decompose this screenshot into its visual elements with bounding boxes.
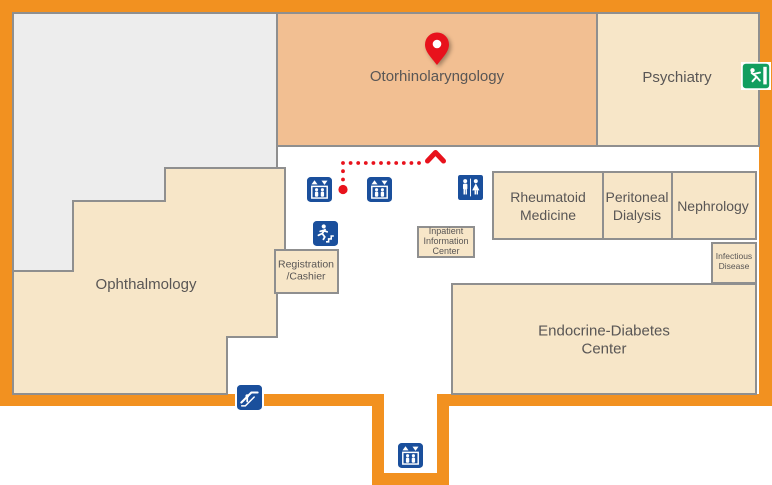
route-start-dot (338, 184, 348, 195)
room-rheumatoid-medicine[interactable] (492, 171, 604, 240)
elevator-icon (398, 443, 423, 468)
room-nephrology[interactable] (671, 171, 757, 240)
border-top (0, 0, 772, 13)
entrance-bay-wall-right (437, 394, 449, 485)
border-bottom-left (0, 394, 384, 406)
room-infectious-disease[interactable] (711, 242, 757, 284)
entrance-bay-wall-bottom (372, 473, 449, 485)
room-peritoneal-dialysis[interactable] (602, 171, 673, 240)
box-inpatient-information-center[interactable] (417, 226, 475, 258)
entrance-bay-wall-left (372, 394, 384, 485)
current-location-pin-icon (425, 32, 449, 65)
stairs-icon (313, 221, 338, 246)
emergency-exit-icon (741, 62, 771, 90)
rooms-layer (12, 12, 760, 395)
box-registration-cashier[interactable] (274, 249, 339, 294)
escalator-icon (235, 383, 264, 412)
route-dotted-path (338, 150, 446, 195)
route-arrow-up-chevron (425, 150, 446, 164)
border-right (759, 0, 772, 406)
elevator-icon (367, 177, 392, 202)
border-left (0, 0, 13, 406)
room-endocrine-diabetes-center[interactable] (451, 283, 757, 395)
border-bottom-right (437, 394, 772, 406)
elevator-icon (307, 177, 332, 202)
restroom-icon (458, 175, 483, 200)
room-psychiatry[interactable] (596, 12, 760, 147)
